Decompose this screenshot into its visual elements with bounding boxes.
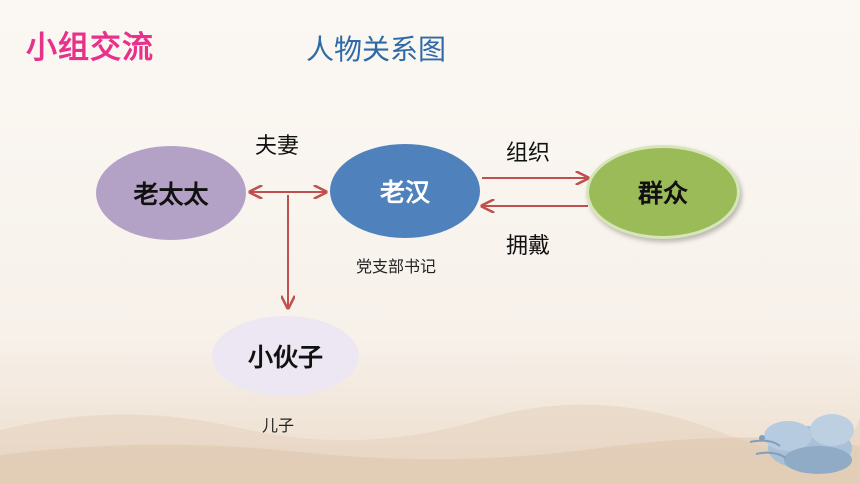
node-xiaohuozi: 小伙子	[212, 316, 359, 396]
label-spouse: 夫妻	[255, 134, 300, 159]
annotation-xiaohuozi-role: 儿子	[262, 416, 295, 435]
section-title: 小组交流	[26, 30, 154, 66]
cloud-decoration-icon	[749, 414, 854, 474]
label-organize: 组织	[506, 141, 551, 166]
label-support: 拥戴	[506, 234, 551, 259]
node-laotaitai: 老太太	[96, 146, 246, 240]
node-laohan: 老汉	[330, 144, 480, 238]
annotation-laohan-role: 党支部书记	[356, 257, 437, 276]
diagram-title: 人物关系图	[306, 33, 447, 66]
node-qunzhong: 群众	[586, 145, 740, 239]
